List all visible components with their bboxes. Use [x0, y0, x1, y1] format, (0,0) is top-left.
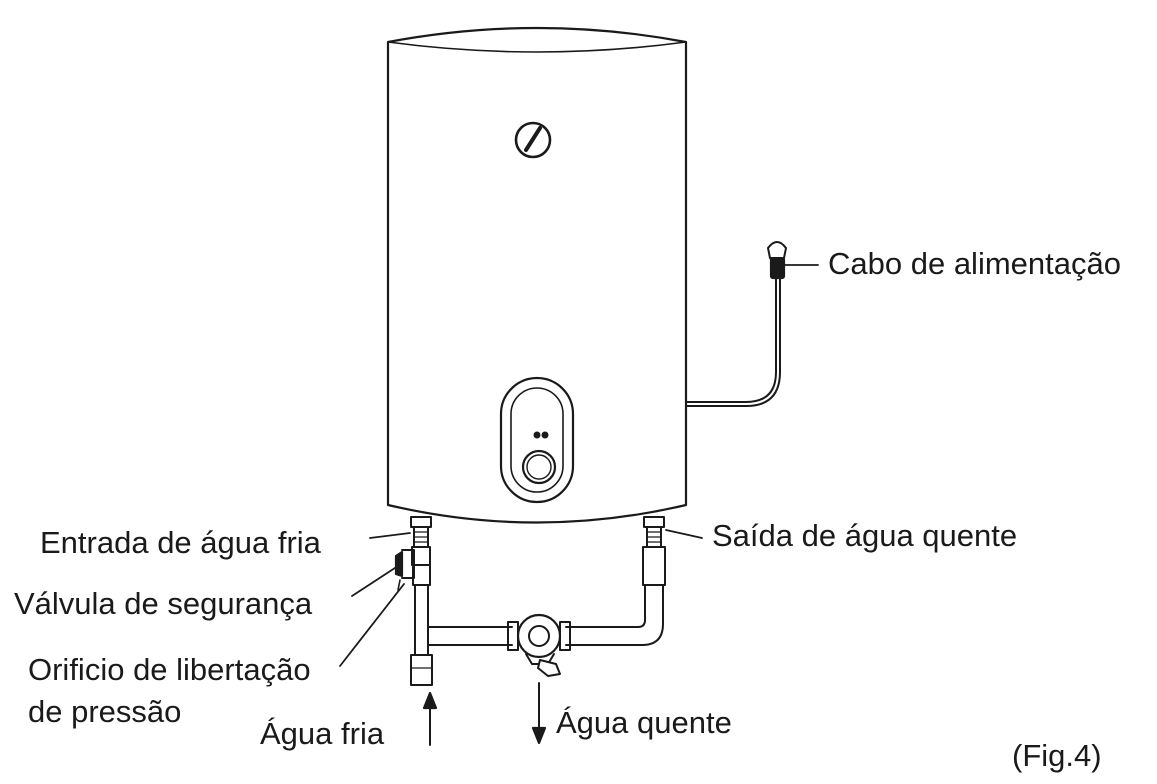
leader-safety-valve — [351, 565, 399, 597]
label-power-cable: Cabo de alimentação — [828, 246, 1121, 281]
label-cold-water-inlet: Entrada de água fria — [40, 525, 321, 560]
leader-hot-water-outlet — [665, 529, 703, 539]
label-safety-valve: Válvula de segurança — [14, 586, 313, 621]
leader-lines — [339, 264, 819, 667]
cold-water-flow-arrow — [422, 691, 438, 746]
cold-water-inlet-pipe — [410, 516, 433, 686]
figure-number: (Fig.4) — [1012, 738, 1102, 773]
label-pressure-relief-hole-line2: de pressão — [28, 694, 182, 729]
tank-top-cap-line — [387, 41, 687, 53]
leader-cold-water-inlet — [369, 532, 411, 539]
connection-pipe — [427, 584, 664, 646]
heater-tank — [386, 26, 688, 524]
label-hot-water: Água quente — [556, 705, 732, 740]
power-cable-drawing — [685, 241, 787, 407]
drain-valve-drawing — [507, 613, 571, 677]
label-pressure-relief-hole-line1: Orificio de libertação — [28, 652, 311, 687]
hot-water-outlet-pipe — [642, 516, 666, 586]
control-panel — [499, 376, 575, 504]
hot-water-flow-arrow — [531, 682, 547, 745]
leader-pressure-relief-hole — [339, 583, 405, 667]
thermometer-gauge-icon — [514, 121, 552, 159]
label-hot-water-outlet: Saída de água quente — [712, 518, 1018, 553]
label-cold-water: Água fria — [260, 716, 385, 751]
